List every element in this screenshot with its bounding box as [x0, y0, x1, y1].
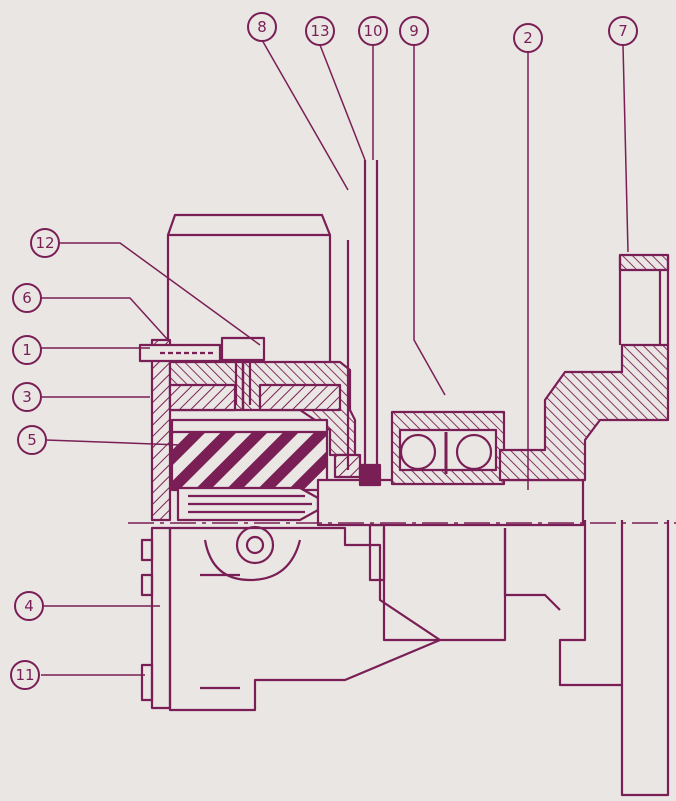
ball-bearing	[390, 410, 506, 486]
callout-circle	[12, 382, 42, 412]
callout-number: 7	[618, 22, 628, 40]
callout-number: 12	[35, 234, 54, 252]
callout-number: 9	[409, 22, 419, 40]
callout-number: 13	[310, 22, 329, 40]
pump-body-upper	[168, 360, 357, 457]
screw-assembly	[138, 336, 266, 410]
callout-circle	[14, 591, 44, 621]
callout-8: 8	[247, 12, 277, 42]
callout-number: 10	[363, 22, 382, 40]
pump-cover-plate	[140, 338, 172, 710]
callout-7: 7	[608, 16, 638, 46]
rubber-impeller	[170, 418, 329, 492]
callout-number: 8	[257, 18, 267, 36]
callout-5: 5	[17, 425, 47, 455]
callout-number: 4	[24, 597, 34, 615]
callout-number: 1	[22, 341, 32, 359]
seal-washer-stack	[333, 160, 386, 582]
callout-circle	[399, 16, 429, 46]
callout-4: 4	[14, 591, 44, 621]
callout-13: 13	[305, 16, 335, 46]
callout-circle	[247, 12, 277, 42]
callout-number: 2	[523, 29, 533, 47]
callout-number: 5	[27, 431, 37, 449]
callout-circle	[608, 16, 638, 46]
callout-9: 9	[399, 16, 429, 46]
upper-housing-block	[166, 213, 332, 370]
callout-number: 11	[15, 666, 34, 684]
callout-circle	[12, 283, 42, 313]
callout-circle	[30, 228, 60, 258]
callout-circle	[17, 425, 47, 455]
callout-6: 6	[12, 283, 42, 313]
callout-circle	[358, 16, 388, 46]
callout-number: 3	[22, 388, 32, 406]
callout-circle	[513, 23, 543, 53]
leader-lines	[40, 39, 629, 676]
callout-number: 6	[22, 289, 32, 307]
callout-2: 2	[513, 23, 543, 53]
pump-body-lower	[168, 525, 561, 712]
callout-12: 12	[30, 228, 60, 258]
callout-10: 10	[358, 16, 388, 46]
callout-11: 11	[10, 660, 40, 690]
callout-circle	[12, 335, 42, 365]
drive-shaft	[176, 478, 585, 527]
right-bracket-housing	[498, 253, 670, 797]
callout-circle	[305, 16, 335, 46]
callout-3: 3	[12, 382, 42, 412]
callout-circle	[10, 660, 40, 690]
callout-1: 1	[12, 335, 42, 365]
